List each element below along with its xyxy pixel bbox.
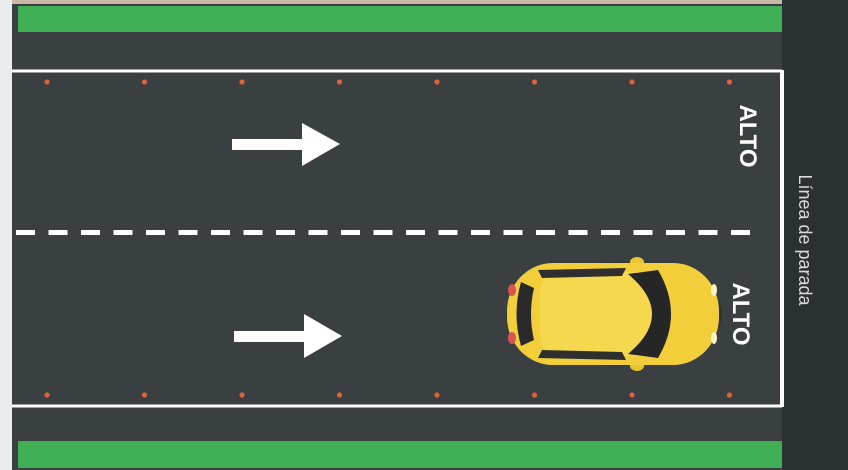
stop-marking-bottom: ALTO: [727, 282, 754, 345]
center-dash: [504, 230, 523, 235]
center-dash: [211, 230, 230, 235]
reflector-stud: [239, 79, 244, 84]
reflector-stud: [44, 392, 49, 397]
stop-marking-top: ALTO: [734, 104, 761, 167]
center-dash: [601, 230, 620, 235]
reflector-stud: [434, 392, 439, 397]
center-dash: [179, 230, 198, 235]
center-dash: [536, 230, 555, 235]
center-dash: [569, 230, 588, 235]
reflector-stud: [337, 79, 342, 84]
center-dash: [16, 230, 35, 235]
stop-line-caption: Línea de parada: [795, 174, 815, 306]
center-dash: [731, 230, 750, 235]
center-dash: [49, 230, 68, 235]
center-dashed-line: [16, 230, 750, 235]
left-edge-strip: [0, 0, 12, 470]
green-shoulder-top: [18, 6, 782, 32]
center-dash: [114, 230, 133, 235]
reflector-stud: [629, 79, 634, 84]
center-dash: [699, 230, 718, 235]
reflector-stud: [142, 392, 147, 397]
center-dash: [276, 230, 295, 235]
center-dash: [146, 230, 165, 235]
reflector-stud: [532, 79, 537, 84]
center-dash: [471, 230, 490, 235]
center-dash: [81, 230, 100, 235]
green-shoulder-bottom: [18, 441, 782, 468]
reflector-stud: [44, 79, 49, 84]
reflector-stud: [727, 79, 732, 84]
center-dash: [666, 230, 685, 235]
center-dash: [309, 230, 328, 235]
center-dash: [374, 230, 393, 235]
center-dash: [406, 230, 425, 235]
center-dash: [634, 230, 653, 235]
reflector-stud: [337, 392, 342, 397]
reflector-stud: [629, 392, 634, 397]
center-dash: [244, 230, 263, 235]
center-dash: [439, 230, 458, 235]
car-icon: [506, 257, 722, 371]
reflector-stud: [434, 79, 439, 84]
reflector-stud: [727, 392, 732, 397]
center-dash: [341, 230, 360, 235]
reflector-stud: [239, 392, 244, 397]
top-edge: [0, 0, 848, 4]
reflector-stud: [142, 79, 147, 84]
reflector-stud: [532, 392, 537, 397]
